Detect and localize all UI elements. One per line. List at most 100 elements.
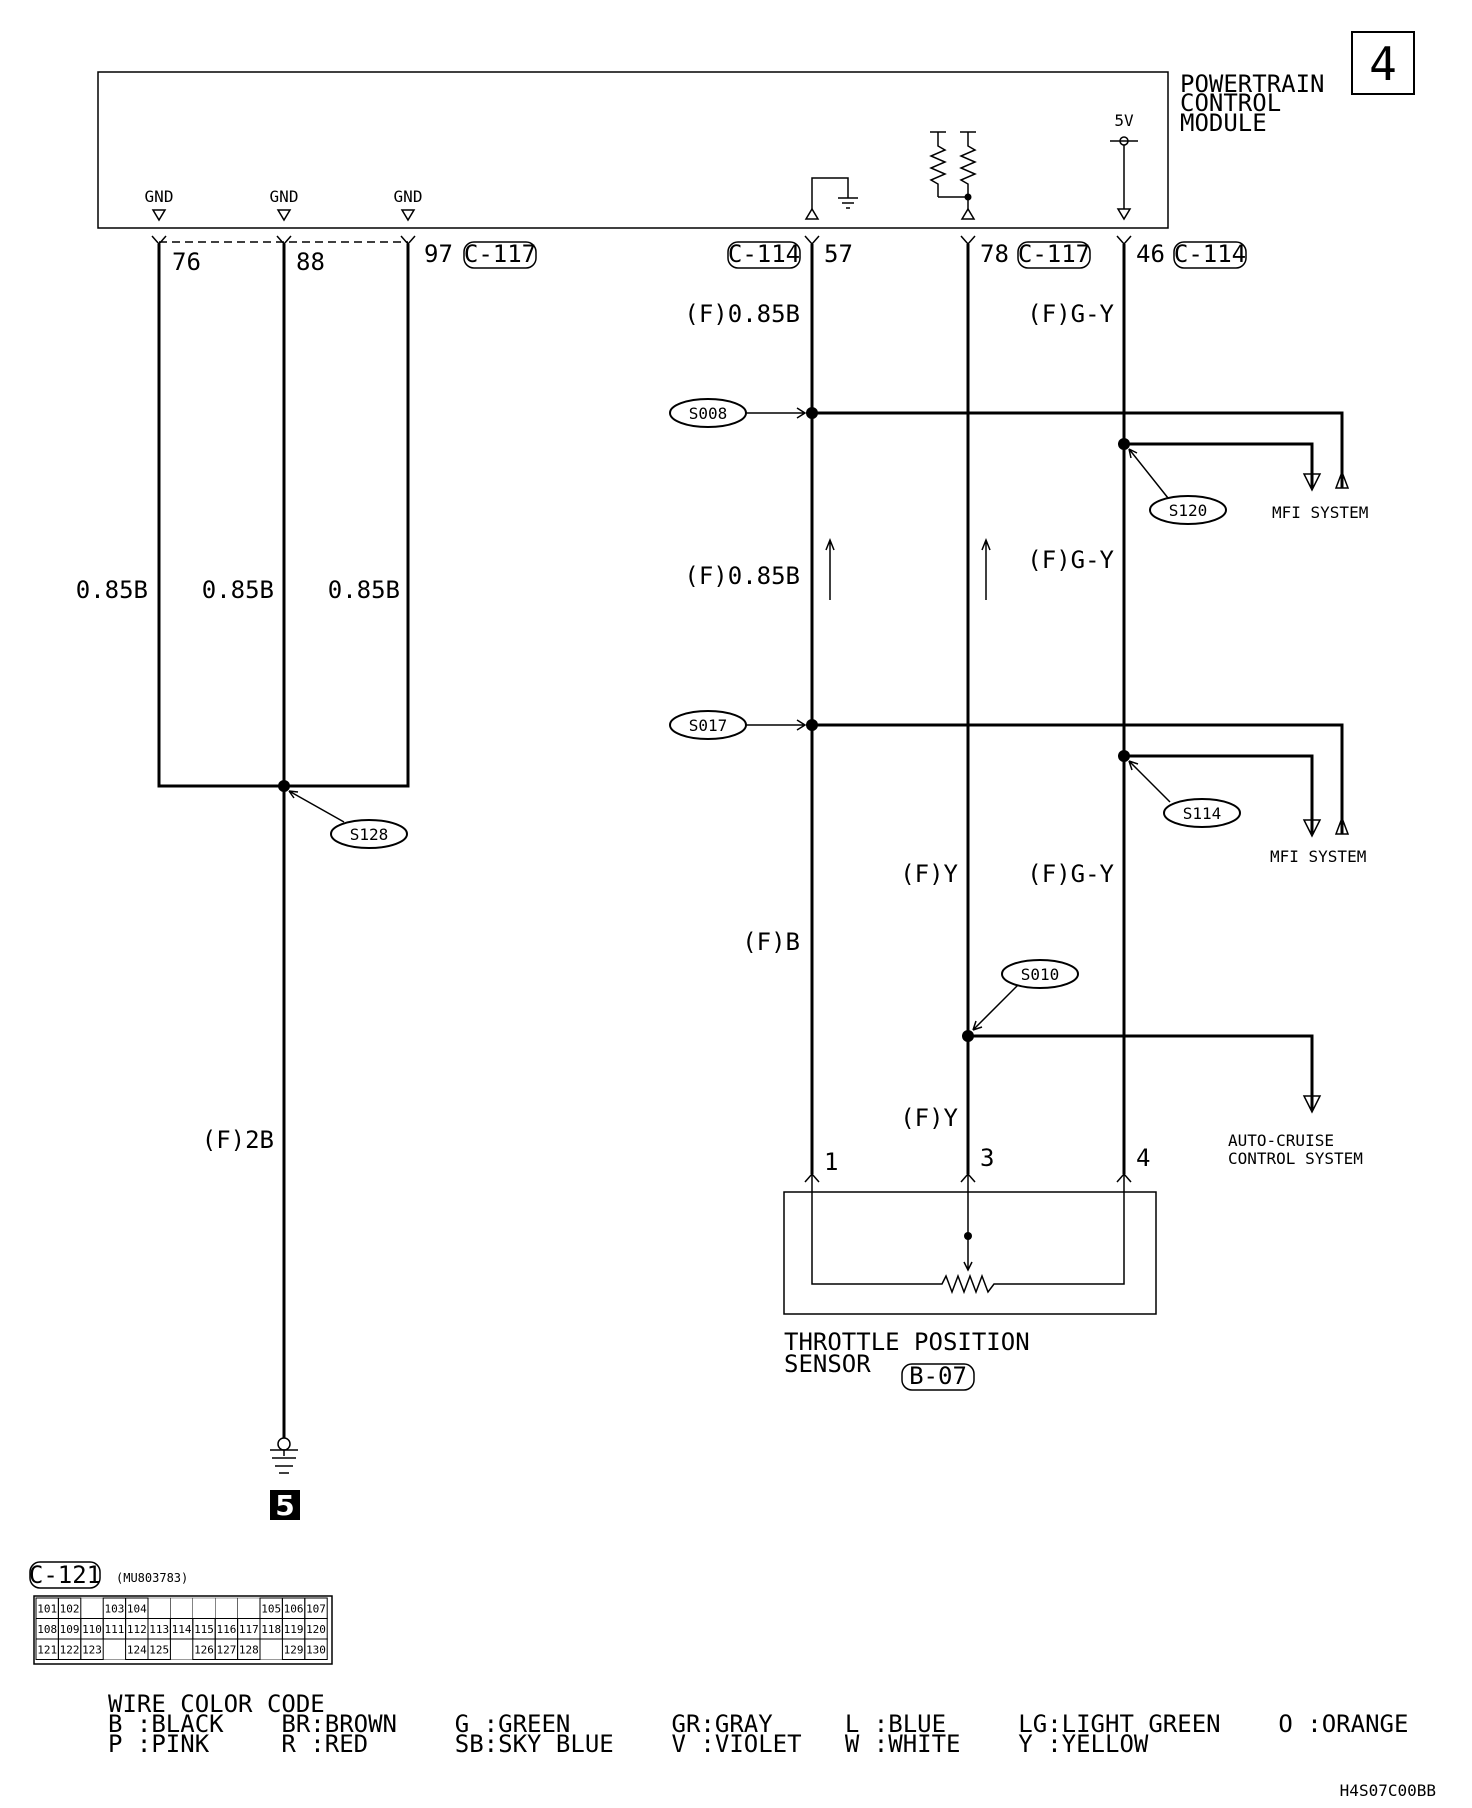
pcm-box — [97, 71, 1169, 229]
gnd-label-97: GND — [394, 187, 423, 206]
pin78-junction-dot — [964, 193, 972, 201]
c121-cavity-number: 115 — [194, 1623, 214, 1636]
c121-cavity-number: 107 — [306, 1602, 326, 1615]
wire-label-88: 0.85B — [202, 576, 274, 604]
c114-left-label: C-114 — [728, 240, 800, 268]
ground-circle — [277, 1437, 291, 1451]
sensor-internal-circuit — [811, 1174, 1125, 1295]
c121-cavity-number: 125 — [149, 1643, 169, 1656]
s114-label: S114 — [1183, 804, 1222, 823]
s010-oval — [1001, 959, 1079, 989]
pin57-terminal — [804, 207, 820, 220]
gnd-triangle-97 — [400, 209, 416, 222]
c121-cavity-number: 121 — [37, 1643, 57, 1656]
b07-box — [901, 1363, 975, 1391]
mfi-system-2: MFI SYSTEM — [1270, 847, 1366, 866]
pin-46: 46 — [1136, 240, 1165, 268]
s114-oval — [1163, 798, 1241, 828]
label-fgy-top: (F)G-Y — [1027, 300, 1114, 328]
s010-leader — [972, 984, 1019, 1031]
s017-branch-arrow — [1334, 815, 1350, 835]
s128-junction — [278, 780, 290, 792]
c121-part-number: (MU803783) — [116, 1571, 188, 1585]
c121-cavity-number: 120 — [306, 1623, 326, 1636]
c121-cavity-number: 106 — [284, 1602, 304, 1615]
c121-cavity-number: 110 — [82, 1623, 102, 1636]
s128-oval — [330, 819, 408, 849]
s017-leader — [746, 719, 807, 731]
c121-cavity-number: 101 — [37, 1602, 57, 1615]
c121-cavity-number: 103 — [104, 1602, 124, 1615]
c121-cavity — [170, 1597, 193, 1619]
c121-cavity — [192, 1597, 216, 1619]
c117-mid-label: C-117 — [1018, 240, 1090, 268]
wire-label-97: 0.85B — [328, 576, 400, 604]
pin78-pullup-resistors — [929, 131, 977, 209]
c121-cavity-number: 118 — [261, 1623, 281, 1636]
gnd-triangle-76 — [151, 209, 167, 222]
c121-cavity-number: 113 — [149, 1623, 169, 1636]
sensor-box — [783, 1191, 1157, 1315]
auto-cruise-line1: AUTO-CRUISE — [1228, 1131, 1334, 1150]
label-fgy-low: (F)G-Y — [1027, 860, 1114, 888]
c121-cavity — [102, 1638, 126, 1660]
label-f085b-mid: (F)0.85B — [684, 562, 800, 590]
c121-cavity — [214, 1597, 238, 1619]
c121-cavity-number: 119 — [284, 1623, 304, 1636]
s008-leader — [746, 407, 807, 419]
sensor-name-line2: SENSOR — [784, 1350, 871, 1378]
supply-5v-line — [1110, 140, 1138, 221]
c121-cavity-number: 102 — [60, 1602, 80, 1615]
c121-cavity-number: 104 — [127, 1602, 147, 1615]
s120-branch-arrow — [1302, 473, 1322, 492]
s010-branch-arrow — [1302, 1095, 1322, 1114]
c121-cavity-number: 111 — [104, 1623, 124, 1636]
s114-junction — [1118, 750, 1130, 762]
ground-symbol — [270, 1449, 298, 1474]
s120-junction — [1118, 438, 1130, 450]
c121-cavity-number: 105 — [261, 1602, 281, 1615]
sensor-name-line1: THROTTLE POSITION — [784, 1328, 1030, 1356]
pcm-name-line1: POWERTRAIN — [1180, 70, 1325, 98]
s010-branch — [968, 1034, 1314, 1110]
s008-branch-arrow — [1334, 469, 1350, 489]
c121-cavity-number: 130 — [306, 1643, 326, 1656]
figure-code: H4S07C00BB — [1340, 1781, 1436, 1800]
s114-branch-arrow — [1302, 819, 1322, 838]
c121-cavity-number: 114 — [172, 1623, 192, 1636]
c121-cavity-number: 116 — [216, 1623, 236, 1636]
b07-label: B-07 — [909, 1362, 967, 1390]
pin78-terminal — [960, 207, 976, 220]
pcm-name-line3: MODULE — [1180, 109, 1267, 137]
c121-cavity-number: 129 — [284, 1643, 304, 1656]
c114-left-box — [727, 241, 801, 269]
auto-cruise-line2: CONTROL SYSTEM — [1228, 1149, 1363, 1168]
c114-right-box — [1173, 241, 1247, 269]
pin-76: 76 — [172, 248, 201, 276]
wire-label-76: 0.85B — [76, 576, 148, 604]
pin-78: 78 — [980, 240, 1009, 268]
gnd-label-76: GND — [145, 187, 174, 206]
c121-cavity — [304, 1638, 328, 1660]
c114-right-label: C-114 — [1174, 240, 1246, 268]
ground-point-number: 5 — [275, 1489, 294, 1522]
label-fgy-mid: (F)G-Y — [1027, 546, 1114, 574]
c121-cavity — [80, 1597, 104, 1619]
c121-cavity-number: 128 — [239, 1643, 259, 1656]
c121-cavity-number: 126 — [194, 1643, 214, 1656]
label-f085b-top: (F)0.85B — [684, 300, 800, 328]
pin-57: 57 — [824, 240, 853, 268]
flow-arrow-78 — [981, 537, 991, 600]
s017-branch — [812, 723, 1344, 834]
wire-label-f2b: (F)2B — [202, 1126, 274, 1154]
c121-cavity-number: 112 — [127, 1623, 147, 1636]
label-fy-low: (F)Y — [900, 1104, 958, 1132]
s128-label: S128 — [350, 825, 389, 844]
c117-top-box — [463, 241, 537, 269]
s114-leader — [1128, 760, 1171, 803]
mfi-system-1: MFI SYSTEM — [1272, 503, 1368, 522]
s017-label: S017 — [689, 716, 728, 735]
c121-cavity-number: 127 — [216, 1643, 236, 1656]
sensor-terminal-3: 3 — [980, 1144, 994, 1172]
